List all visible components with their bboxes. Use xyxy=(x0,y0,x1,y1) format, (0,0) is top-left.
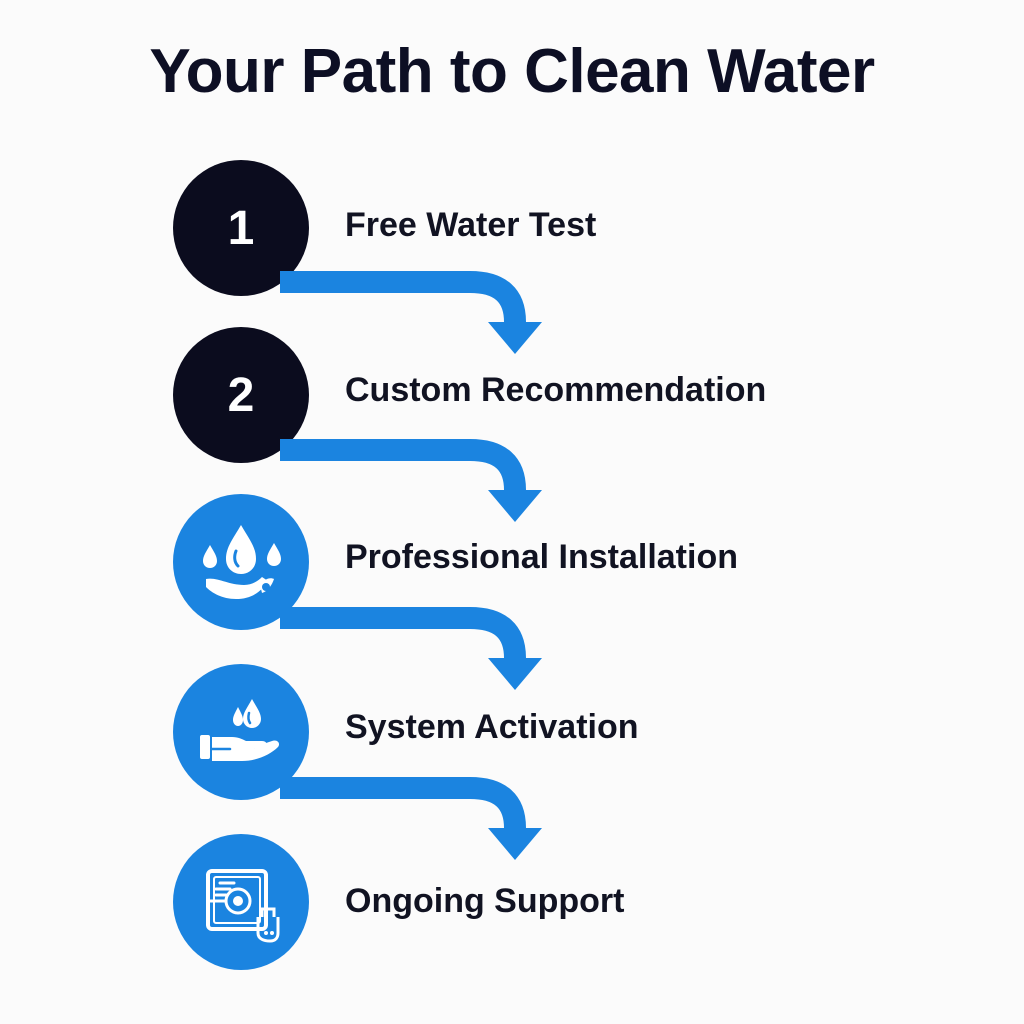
connector-arrow xyxy=(280,777,542,860)
diagram-title: Your Path to Clean Water xyxy=(149,37,875,106)
connector-arrow xyxy=(280,271,542,354)
step-number-badge: 1 xyxy=(173,160,309,296)
step-label: Professional Installation xyxy=(345,538,738,576)
step-icon-badge xyxy=(173,834,309,970)
step-5: Ongoing Support xyxy=(0,832,1024,972)
step-label: Ongoing Support xyxy=(345,882,625,920)
step-label: System Activation xyxy=(345,708,639,746)
connector-arrow xyxy=(280,607,542,690)
water-drops-hand-icon xyxy=(203,525,281,599)
step-number: 2 xyxy=(227,368,255,422)
hand-water-drop-icon xyxy=(200,699,280,761)
step-number: 1 xyxy=(227,201,255,255)
step-label: Custom Recommendation xyxy=(345,371,767,409)
step-1: 1 Free Water Test xyxy=(0,158,1024,298)
step-label: Free Water Test xyxy=(345,206,597,244)
connector-arrow xyxy=(280,439,542,522)
support-device-icon xyxy=(206,869,280,943)
